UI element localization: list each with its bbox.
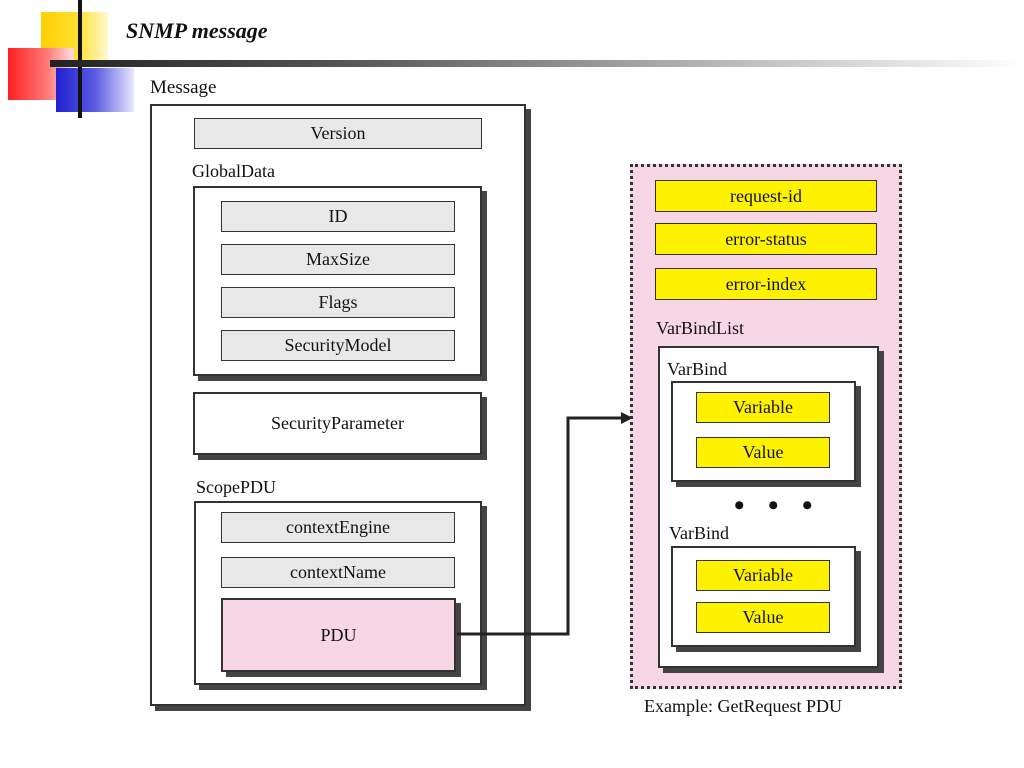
securityparameter-box: SecurityParameter [193,392,482,455]
flags-field: Flags [221,287,455,318]
scopepdu-label: ScopePDU [196,477,276,497]
securitymodel-field: SecurityModel [221,330,455,361]
value-field-1: Value [696,437,830,468]
decor-blue-square [56,68,134,112]
globaldata-label: GlobalData [192,161,275,181]
message-label: Message [150,77,217,98]
varbind-label-2: VarBind [669,523,729,543]
maxsize-field: MaxSize [221,244,455,275]
error-index-field: error-index [655,268,877,300]
example-caption: Example: GetRequest PDU [644,696,842,716]
variable-field-2: Variable [696,560,830,591]
pdu-box: PDU [221,598,456,672]
varbind-ellipsis: • • • [734,489,821,522]
contextengine-field: contextEngine [221,512,455,543]
slide-title: SNMP message [126,18,268,43]
variable-field-1: Variable [696,392,830,423]
title-underline [50,60,1024,67]
id-field: ID [221,201,455,232]
decor-vertical-line [78,0,82,118]
request-id-field: request-id [655,180,877,212]
contextname-field: contextName [221,557,455,588]
error-status-field: error-status [655,223,877,255]
varbindlist-label: VarBindList [656,318,744,338]
version-field: Version [194,118,482,149]
value-field-2: Value [696,602,830,633]
varbind-label-1: VarBind [667,359,727,379]
